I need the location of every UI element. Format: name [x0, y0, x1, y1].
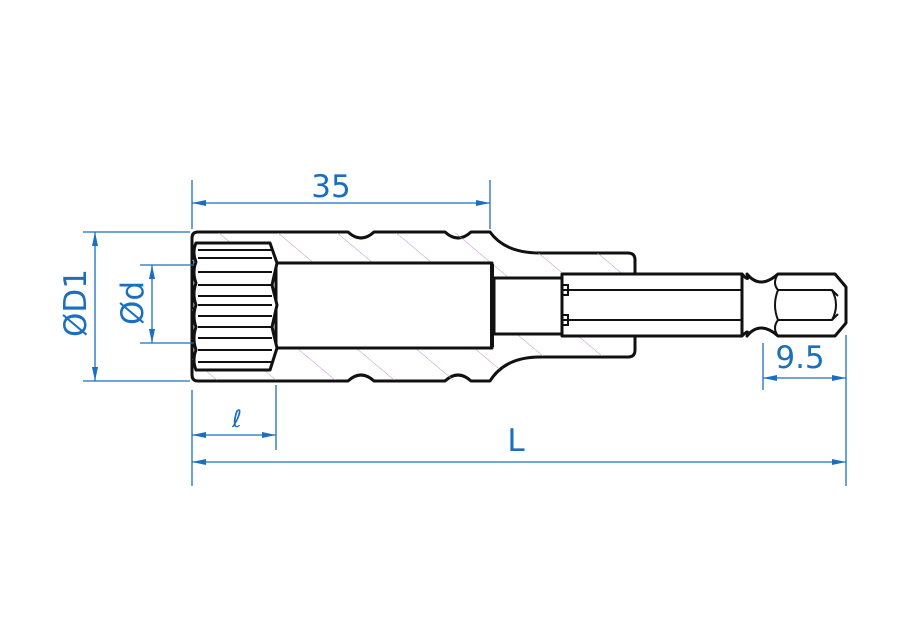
hex-socket — [192, 241, 279, 372]
shank-body — [560, 272, 747, 338]
dim-label-d: Ød — [115, 281, 151, 325]
hex-shank — [560, 272, 848, 338]
dimension-35: 35 — [191, 169, 491, 229]
dim-label-35: 35 — [311, 169, 350, 205]
bore-bottom — [490, 264, 494, 347]
dimension-inner-diameter: Ød — [115, 264, 194, 344]
dim-label-d1: ØD1 — [58, 269, 94, 337]
neck-bore — [492, 276, 564, 336]
dimension-overall-length: L — [192, 335, 847, 486]
dim-label-l: ℓ — [231, 405, 242, 433]
dim-label-9-5: 9.5 — [775, 340, 824, 376]
dimension-socket-depth: ℓ — [191, 385, 277, 486]
socket-bore — [274, 261, 494, 350]
dimension-outer-diameter: ØD1 — [58, 231, 190, 382]
dim-label-overall: L — [507, 423, 525, 459]
shank-tip — [740, 272, 848, 338]
dimension-hex-shank: 9.5 — [762, 340, 846, 390]
